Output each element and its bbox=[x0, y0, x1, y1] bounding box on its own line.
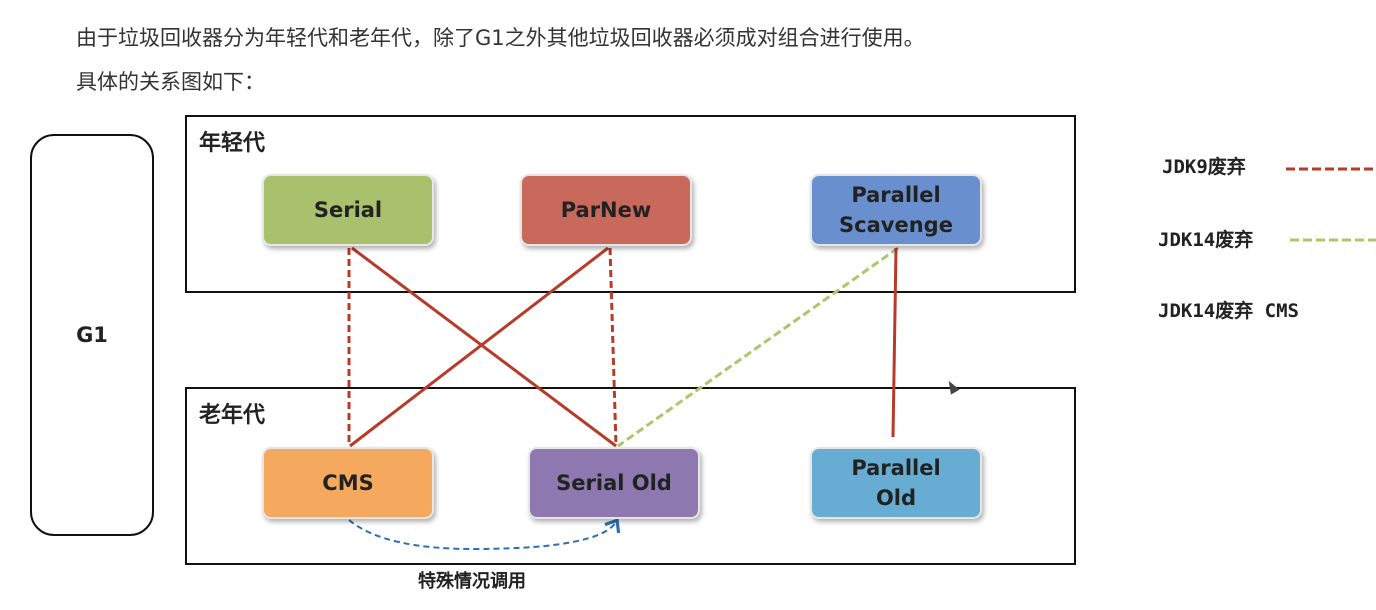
parallel-scavenge-collector: Parallel Scavenge bbox=[810, 174, 982, 246]
serial-old-collector: Serial Old bbox=[528, 447, 700, 519]
intro-text-line-1: 由于垃圾回收器分为年轻代和老年代，除了G1之外其他垃圾回收器必须成对组合进行使用… bbox=[76, 26, 925, 50]
g1-label: G1 bbox=[76, 323, 108, 347]
edge-parallel-scavenge-parallel-old bbox=[891, 247, 898, 438]
young-generation-region: 年轻代 bbox=[185, 115, 1076, 293]
parallel-old-collector: Parallel Old bbox=[810, 447, 982, 519]
edge-parnew-serial-old bbox=[608, 247, 618, 447]
parallel-old-label: Parallel Old bbox=[851, 456, 941, 510]
parnew-collector: ParNew bbox=[520, 174, 692, 246]
serial-label: Serial bbox=[313, 198, 383, 222]
g1-collector: G1 bbox=[30, 134, 154, 536]
edge-parnew-cms bbox=[349, 246, 609, 448]
edge-parallel-scavenge-serial-old bbox=[617, 246, 899, 448]
special-case-caption: 特殊情况调用 bbox=[418, 571, 526, 592]
serial-old-label: Serial Old bbox=[556, 471, 672, 495]
parallel-scavenge-label: Parallel Scavenge bbox=[839, 183, 953, 237]
cms-collector: CMS bbox=[262, 447, 434, 519]
cms-label: CMS bbox=[322, 471, 374, 495]
fallback-arrow-cms-serial-old bbox=[348, 518, 621, 551]
old-generation-title: 老年代 bbox=[199, 403, 266, 428]
edge-serial-serial-old bbox=[351, 246, 617, 448]
legend-jdk14-label: JDK14废弃 bbox=[1158, 229, 1254, 251]
young-generation-title: 年轻代 bbox=[199, 131, 266, 156]
intro-text-line-2: 具体的关系图如下： bbox=[76, 70, 265, 94]
parnew-label: ParNew bbox=[560, 198, 652, 222]
legend-jdk14-cms-label: JDK14废弃 CMS bbox=[1158, 300, 1299, 322]
serial-collector: Serial bbox=[262, 174, 434, 246]
old-generation-region: 老年代 bbox=[185, 387, 1076, 565]
legend-jdk9-label: JDK9废弃 bbox=[1162, 156, 1246, 178]
